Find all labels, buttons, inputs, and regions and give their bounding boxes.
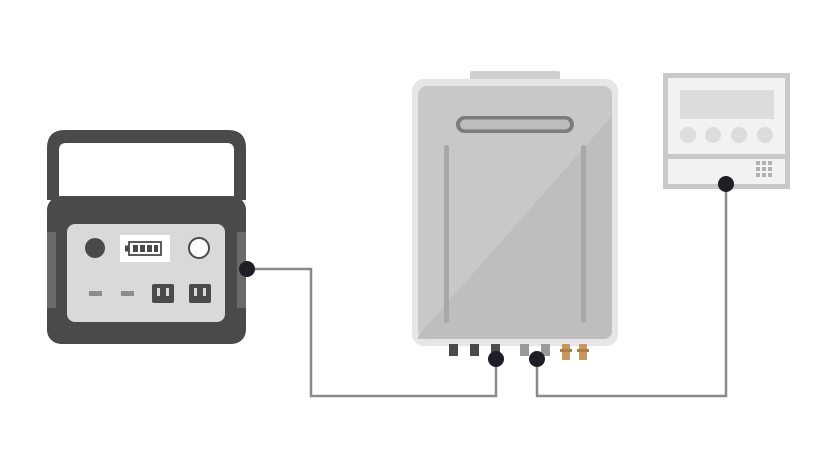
wire-heater-to-controller	[535, 184, 728, 398]
right-rail	[581, 145, 586, 323]
controller-connection-point	[718, 176, 734, 192]
ac-outlet-2	[189, 284, 211, 303]
controller-button-4	[757, 127, 773, 143]
mode-button	[188, 237, 210, 259]
power-button	[85, 238, 105, 258]
controller-screen	[680, 90, 774, 119]
heater-controller-connection-point	[529, 351, 545, 367]
usb-port-2	[121, 291, 134, 296]
dark-fittings	[449, 344, 550, 356]
ac-outlet-1	[152, 284, 174, 303]
controller-button-2	[705, 127, 721, 143]
controller-button-3	[731, 127, 747, 143]
portable-power-station-icon	[47, 130, 246, 344]
wall-controller-icon	[663, 73, 790, 189]
heater-power-connection-point	[488, 351, 504, 367]
left-rail	[444, 145, 449, 323]
keypad-icon	[756, 161, 772, 177]
wire-power-station-to-heater	[247, 267, 498, 398]
control-panel	[67, 224, 225, 322]
left-grip	[47, 232, 56, 308]
copper-water-fittings	[560, 344, 589, 360]
battery-icon	[125, 241, 162, 256]
carry-handle	[47, 130, 246, 200]
power-station-connection-point	[239, 261, 255, 277]
controller-button-1	[680, 127, 696, 143]
tankless-water-heater-icon	[412, 71, 618, 360]
exhaust-vent-inner	[460, 119, 570, 130]
face-highlight	[418, 116, 612, 339]
connection-points	[239, 176, 734, 367]
wires	[247, 184, 728, 398]
usb-port-1	[89, 291, 102, 296]
